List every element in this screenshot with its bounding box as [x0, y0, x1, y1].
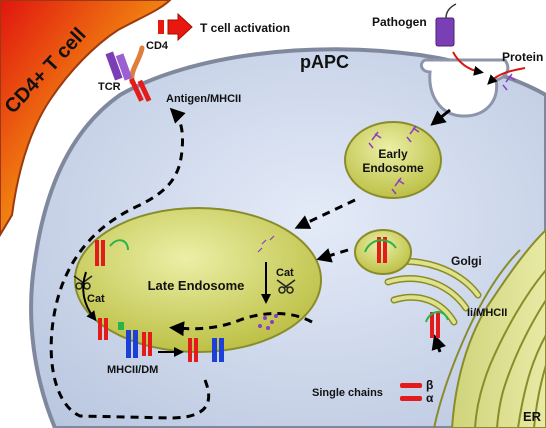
pathogen-arrow — [452, 51, 484, 76]
scissors-icon — [276, 279, 296, 294]
peptide-icon — [502, 73, 516, 91]
cat-left-arrow — [82, 271, 97, 322]
protein-label: Protein — [502, 50, 543, 64]
ii-mhcii-label: Ii/MHCII — [467, 307, 507, 319]
pathogen-label: Pathogen — [372, 15, 427, 29]
activation-arrow-icon — [158, 12, 193, 42]
early-endosome-label-line1: Early — [378, 147, 408, 161]
cd4-label: CD4 — [146, 40, 169, 52]
mhcii-ii-complex — [95, 239, 129, 266]
trafficking-paths — [49, 107, 446, 420]
early-endosome — [344, 121, 442, 199]
t-cell — [0, 0, 172, 237]
t-cell-activation-label: T cell activation — [200, 21, 290, 35]
early-endosome-label-line2: Endosome — [362, 161, 424, 175]
alpha-label: α — [426, 391, 434, 405]
pathogen-to-early-arrow — [430, 108, 451, 126]
beta-label: β — [426, 378, 433, 392]
vesicle-mhcii — [364, 237, 397, 263]
cat-left-label: Cat — [87, 293, 105, 305]
late-endosome-label: Late Endosome — [148, 278, 245, 293]
single-chains-label: Single chains — [312, 387, 383, 399]
peptide-icon — [258, 314, 278, 330]
peptide-icon — [368, 125, 420, 195]
antigen-mhcii-label: Antigen/MHCII — [166, 93, 241, 105]
immune-synapse — [105, 45, 152, 102]
tcr-label: TCR — [98, 81, 121, 93]
protein-arrow — [487, 67, 526, 85]
cat-right-label: Cat — [276, 267, 294, 279]
mhcii-dm-label: MHCII/DM — [107, 364, 158, 376]
ii-mhcii-complex — [425, 311, 449, 338]
er-label: ER — [523, 409, 542, 424]
single-chains — [400, 383, 422, 401]
mhcii-dm-complex — [98, 318, 152, 358]
pathogen-icon — [435, 3, 457, 47]
peptide-icon — [257, 235, 275, 253]
endoplasmic-reticulum — [433, 228, 546, 428]
loaded-mhcii — [188, 338, 224, 362]
golgi-label: Golgi — [451, 254, 482, 268]
papc-label: pAPC — [300, 52, 349, 72]
